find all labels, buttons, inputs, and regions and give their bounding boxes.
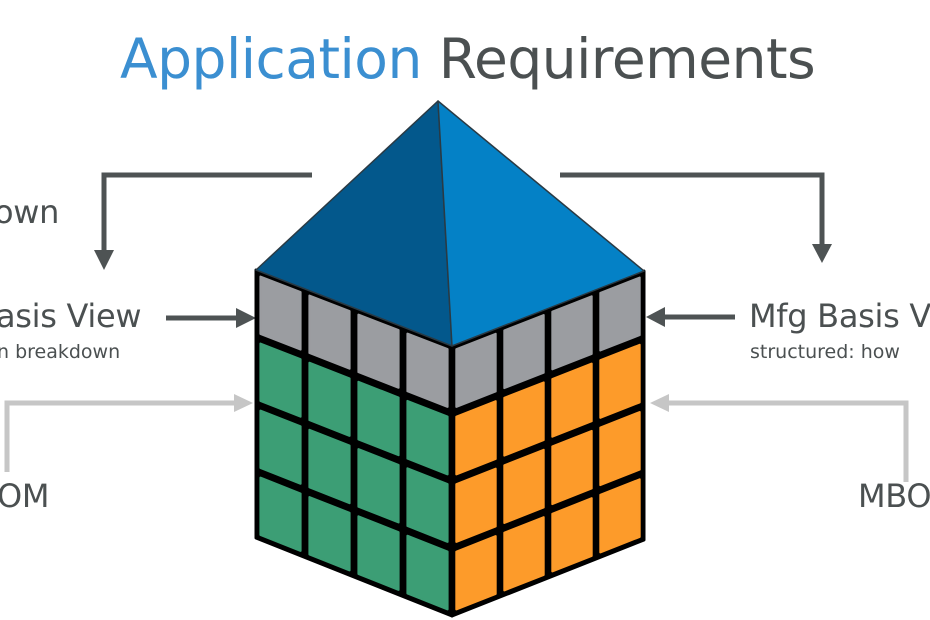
- pyramid: [255, 100, 645, 347]
- cube-left-cell-r0-c3: [406, 332, 449, 408]
- cube: [254, 268, 646, 618]
- right-view-sublabel: structured: how: [750, 341, 900, 363]
- cube-left-cell-r3-c3: [406, 534, 449, 611]
- arrowhead-left-bom: [234, 394, 253, 412]
- cube-right-cell-r1-c3: [599, 343, 641, 419]
- right-bom-label: MBO: [858, 477, 930, 515]
- right-view-label: Mfg Basis V: [749, 297, 930, 335]
- arrowhead-top-left: [94, 250, 114, 270]
- left-top-label: own: [0, 193, 60, 231]
- arrow-top-left: [101, 172, 312, 252]
- cube-right-cell-r2-c1: [503, 448, 545, 524]
- title-requirements: Requirements: [438, 27, 816, 91]
- cube-right-cell-r0-c3: [599, 276, 641, 352]
- cube-right-cell-r1-c1: [503, 381, 545, 457]
- arrowhead-left-view: [236, 308, 256, 328]
- cube-right-cell-r1-c0: [455, 400, 497, 476]
- cube-right-cell-r0-c1: [503, 314, 545, 390]
- cube-right-cell-r2-c3: [599, 411, 641, 487]
- cube-right-cell-r2-c2: [551, 429, 593, 506]
- cube-left-cell-r1-c1: [308, 361, 351, 437]
- cube-left-cell-r2-c0: [259, 409, 302, 485]
- arrowhead-top-right: [812, 244, 832, 263]
- title-application: Application: [120, 27, 422, 91]
- arrow-right-bom: [667, 400, 909, 482]
- arrows: [4, 172, 909, 482]
- arrowhead-right-view: [646, 307, 665, 327]
- page-title: Application Requirements: [120, 24, 816, 94]
- arrow-left-bom: [4, 400, 236, 472]
- arrowhead-right-bom: [650, 394, 669, 412]
- cube-left-cell-r3-c0: [259, 476, 302, 552]
- cube-left-cell-r1-c0: [259, 342, 302, 418]
- cube-right-cell-r3-c3: [599, 478, 641, 554]
- cube-left-cell-r2-c2: [357, 448, 400, 524]
- cube-right-cell-r0-c2: [551, 295, 593, 371]
- cube-left-cell-r3-c1: [308, 496, 351, 572]
- cube-left-cell-r0-c2: [357, 313, 400, 389]
- cube-right-cell-r3-c2: [551, 497, 593, 573]
- cube-right-cell-r2-c0: [455, 467, 497, 543]
- pyramid-right-face: [437, 100, 645, 347]
- left-view-sublabel: n breakdown: [0, 341, 121, 363]
- cube-left-cell-r1-c2: [357, 380, 400, 457]
- cube-left-cell-r1-c3: [406, 399, 449, 476]
- cube-left-cell-r0-c0: [259, 275, 302, 351]
- cube-right-cell-r1-c2: [551, 362, 593, 438]
- cube-right-cell-r3-c0: [455, 535, 497, 611]
- left-view-label: asis View: [0, 297, 142, 335]
- cube-left-cell-r2-c1: [308, 428, 351, 505]
- cube-right-cell-r0-c0: [455, 332, 497, 408]
- left-bom-label: OM: [0, 477, 50, 515]
- cube-left-cell-r2-c3: [406, 467, 449, 543]
- cube-left-cell-r3-c2: [357, 515, 400, 591]
- arrow-top-right: [560, 172, 825, 246]
- cube-left-cell-r0-c1: [308, 294, 351, 370]
- cube-right-cell-r3-c1: [503, 516, 545, 592]
